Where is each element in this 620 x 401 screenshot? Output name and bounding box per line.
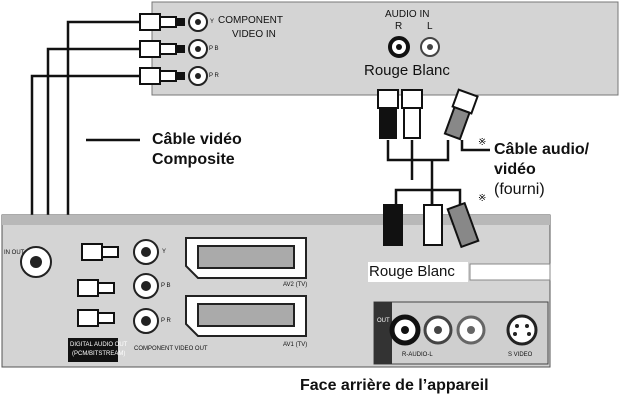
composite-cable-label-line1: Câble vidéo [152,131,242,148]
composite-cable-label-line2: Composite [152,151,235,168]
device-component-jacks [133,239,159,334]
tv-audio-l-label: L [427,21,433,32]
tv-jack-y-label: Y [210,19,215,25]
device-audio-video-jacks [389,314,538,346]
tv-jack-pr-label: P R [209,73,219,79]
component-plugs-tv [139,13,185,85]
note-mark-lower: ※ [478,193,487,204]
tv-rouge-blanc-label: Rouge Blanc [364,62,450,79]
av-cable-label-line3: (fourni) [494,181,545,198]
component-plugs-device [77,243,119,327]
scart-connectors [185,237,307,337]
av-plugs-upper [377,88,479,141]
tv-component-label-line2: VIDEO IN [232,29,276,40]
device-jack-pr-label: P R [161,318,171,324]
device-component-video-out-label: COMPONENT VIDEO OUT [134,346,208,352]
tv-jack-pb-label: P B [209,46,219,52]
digital-audio-out-label-line1: DIGITAL AUDIO OUT [70,342,128,348]
device-av1-label: AV1 (TV) [283,342,308,348]
av-cable-label-line2: vidéo [494,161,536,178]
tv-rear-panel [151,1,619,96]
device-audio-lr-label: R-AUDIO-L [402,352,433,358]
digital-audio-out-block [68,338,118,362]
device-rouge-blanc-label: Rouge Blanc [369,263,455,280]
device-in-out-label: IN OUT [4,250,25,256]
av-plugs-lower [383,201,480,249]
device-jack-y-label: Y [162,249,167,255]
device-jack-pb-label: P B [161,283,171,289]
tv-component-jacks [188,12,208,86]
tv-audio-r-label: R [395,21,403,32]
note-mark-upper: ※ [478,137,487,148]
rear-panel-caption: Face arrière de l’appareil [300,377,489,394]
tv-audio-in-label: AUDIO IN [385,9,430,20]
device-out-label: OUT [377,318,390,324]
tv-component-label-line1: COMPONENT [218,15,283,26]
digital-audio-out-label-line2: (PCM/BITSTREAM) [72,351,126,357]
av-cable-label-line1: Câble audio/ [494,141,590,158]
device-svideo-label: S VIDEO [508,352,533,358]
device-av2-label: AV2 (TV) [283,282,308,288]
